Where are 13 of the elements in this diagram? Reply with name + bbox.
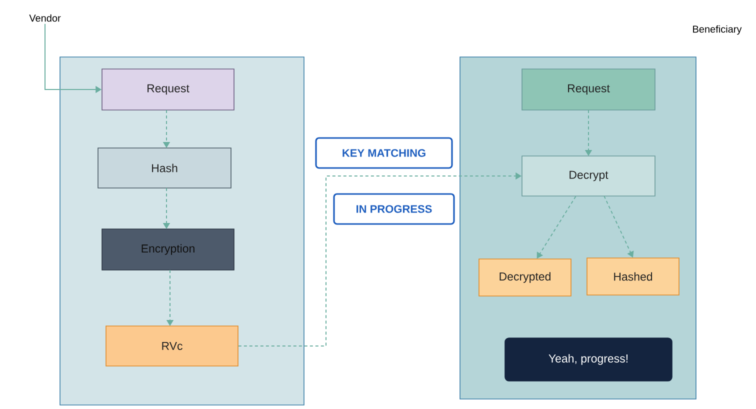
status-badge: KEY MATCHING <box>315 137 453 169</box>
process-box: Hash <box>98 148 232 188</box>
result-box: Decrypted <box>478 258 572 296</box>
process-box: Encryption <box>102 228 234 270</box>
process-box: Request <box>522 68 656 110</box>
panel-heading: Beneficiary <box>693 25 742 35</box>
process-box: Request <box>102 68 234 110</box>
process-box: RVc <box>106 326 238 366</box>
status-badge: IN PROGRESS <box>333 193 455 225</box>
status-banner: Yeah, progress! <box>504 338 672 382</box>
actor-label: Vendor <box>29 14 61 22</box>
process-box: Decrypt <box>522 156 656 196</box>
result-box: Hashed <box>586 258 680 296</box>
